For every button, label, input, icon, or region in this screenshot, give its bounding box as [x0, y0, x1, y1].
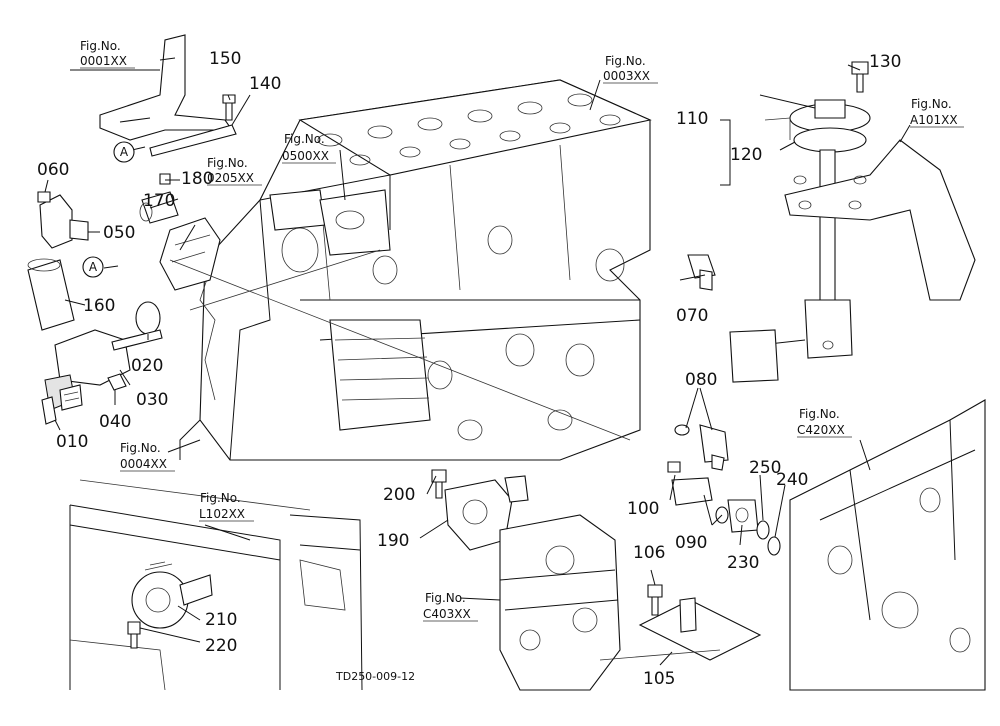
- plate-105: [638, 597, 762, 661]
- label-040: 040: [99, 412, 131, 432]
- fig-ref-c403xx: Fig.No. C403XX: [423, 591, 471, 621]
- sensor-080: [674, 424, 729, 471]
- svg-text:Fig.No.: Fig.No.: [425, 591, 466, 605]
- bolt-200: [431, 469, 447, 499]
- label-030: 030: [136, 390, 168, 410]
- shaft-030: [111, 329, 163, 351]
- fig-ref-0003xx: Fig.No. 0003XX: [603, 54, 650, 83]
- label-090: 090: [675, 533, 707, 553]
- label-250: 250: [749, 458, 781, 478]
- bolt-220: [127, 621, 141, 649]
- label-130: 130: [869, 52, 901, 72]
- label-010: 010: [56, 432, 88, 452]
- fig-ref-0004xx: Fig.No. 0004XX: [120, 441, 167, 471]
- label-170: 170: [143, 191, 175, 211]
- svg-text:Fig.No.: Fig.No.: [120, 441, 161, 455]
- svg-text:0004XX: 0004XX: [120, 457, 167, 471]
- tank-flange-a101: [784, 139, 976, 301]
- engine-block: [179, 79, 652, 461]
- svg-text:0500XX: 0500XX: [282, 149, 329, 163]
- label-160: 160: [83, 296, 115, 316]
- svg-text:C403XX: C403XX: [423, 607, 471, 621]
- bolt-106: [647, 584, 663, 616]
- callout-a-text: A: [120, 145, 129, 159]
- bracket-0205: [159, 217, 221, 291]
- plate-230: [727, 499, 759, 533]
- label-105: 105: [643, 669, 675, 689]
- svg-text:0205XX: 0205XX: [207, 171, 254, 185]
- fig-ref-0500xx: Fig.No. 0500XX: [282, 132, 329, 163]
- label-106: 106: [633, 543, 665, 563]
- svg-text:C420XX: C420XX: [797, 423, 845, 437]
- oring-250-240: [756, 520, 781, 556]
- svg-text:Fig.No.: Fig.No.: [799, 407, 840, 421]
- drawing-code: TD250-009-12: [335, 670, 415, 683]
- callout-a-lower: A: [82, 256, 119, 278]
- solenoid-210: [131, 561, 213, 629]
- label-190: 190: [377, 531, 409, 551]
- callout-a-upper: A: [113, 141, 135, 163]
- valve-block-c403: [499, 514, 621, 691]
- label-210: 210: [205, 610, 237, 630]
- svg-text:0003XX: 0003XX: [603, 69, 650, 83]
- label-220: 220: [205, 636, 237, 656]
- fig-ref-0001xx: Fig.No. 0001XX: [80, 39, 127, 68]
- label-230: 230: [727, 553, 759, 573]
- svg-text:Fig.No.: Fig.No.: [80, 39, 121, 53]
- label-020: 020: [131, 356, 163, 376]
- svg-text:A101XX: A101XX: [910, 113, 958, 127]
- sensor-070: [687, 254, 716, 291]
- panel-l102: [69, 504, 363, 691]
- figure-references: Fig.No. 0001XX Fig.No. 0003XX Fig.No. 05…: [80, 39, 964, 622]
- label-200: 200: [383, 485, 415, 505]
- svg-text:Fig.No.: Fig.No.: [605, 54, 646, 68]
- sensor-050: [39, 194, 89, 249]
- transmission-housing-c420: [789, 399, 986, 691]
- part-number-labels: 150 140 060 050 160 020 030 040 010 180 …: [37, 49, 901, 689]
- label-240: 240: [776, 470, 808, 490]
- label-110: 110: [676, 109, 708, 129]
- oring-020: [135, 301, 161, 335]
- callout-a-text: A: [89, 260, 98, 274]
- fig-ref-c420xx: Fig.No. C420XX: [797, 407, 845, 437]
- label-100: 100: [627, 499, 659, 519]
- bolt-180: [159, 173, 171, 185]
- sleeve-160: [27, 258, 75, 331]
- label-180: 180: [181, 169, 213, 189]
- label-120: 120: [730, 145, 762, 165]
- label-150: 150: [209, 49, 241, 69]
- svg-text:Fig.No.: Fig.No.: [207, 156, 248, 170]
- label-080: 080: [685, 370, 717, 390]
- svg-text:0001XX: 0001XX: [80, 54, 127, 68]
- bolt-130: [851, 61, 869, 93]
- sensor-090: [671, 477, 729, 524]
- label-140: 140: [249, 74, 281, 94]
- fuel-sender-assembly: [729, 94, 871, 383]
- fig-ref-a101xx: Fig.No. A101XX: [910, 97, 958, 127]
- bolt-060: [37, 191, 51, 203]
- svg-text:Fig.No.: Fig.No.: [911, 97, 952, 111]
- svg-text:L102XX: L102XX: [199, 507, 245, 521]
- pump-010: [41, 329, 131, 425]
- sensor-190: [444, 475, 529, 551]
- svg-text:Fig.No.: Fig.No.: [284, 132, 325, 146]
- bracket-0001: [99, 34, 237, 157]
- nut-040: [107, 373, 127, 391]
- leader-lines: [44, 64, 911, 666]
- label-050: 050: [103, 223, 135, 243]
- label-070: 070: [676, 306, 708, 326]
- solenoid-170: [139, 191, 179, 224]
- fig-ref-l102xx: Fig.No. L102XX: [199, 491, 245, 521]
- fig-ref-0205xx: Fig.No. 0205XX: [207, 156, 254, 185]
- label-060: 060: [37, 160, 69, 180]
- bolt-150: [222, 94, 236, 121]
- bolt-100: [667, 461, 681, 473]
- svg-text:Fig.No.: Fig.No.: [200, 491, 241, 505]
